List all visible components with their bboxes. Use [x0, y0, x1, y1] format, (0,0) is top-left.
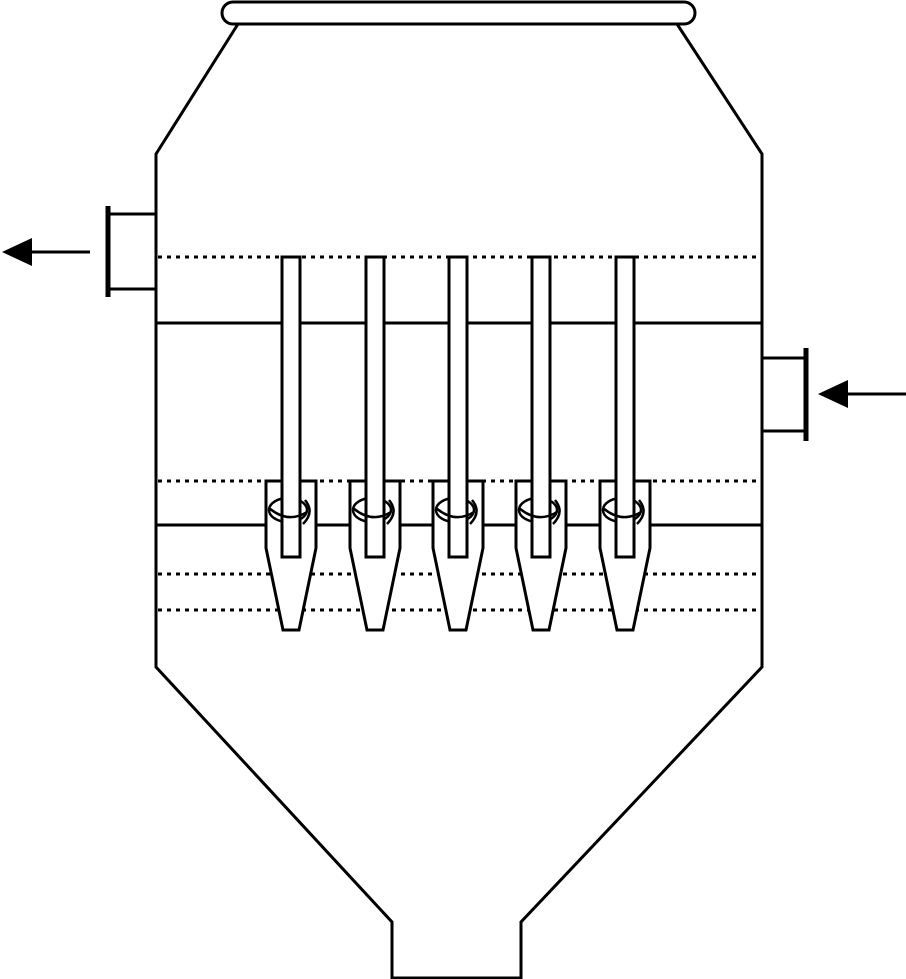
- cyclone-swirl-tail: [552, 499, 561, 525]
- cyclone-swirl-front: [268, 507, 308, 519]
- cyclone-swirl-front: [352, 507, 392, 519]
- cyclone-row: [264, 255, 652, 632]
- vortex-finder-tube: [447, 255, 469, 559]
- cyclone-swirl-front: [518, 507, 558, 519]
- cyclone-swirl-tail: [636, 499, 645, 525]
- cyclone-swirl-tail: [386, 499, 395, 525]
- cyclone: [514, 255, 568, 632]
- cyclone-swirl-front: [435, 507, 475, 519]
- cyclone: [431, 255, 485, 632]
- vortex-finder-tube: [614, 255, 636, 559]
- outlet-arrow: [2, 238, 90, 266]
- vessel-outline: [154, 23, 764, 979]
- cyclone-swirl-front: [602, 507, 642, 519]
- vortex-finder-tube: [280, 255, 302, 559]
- vortex-finder-tube: [364, 255, 386, 559]
- outlet-nozzle: [105, 206, 156, 297]
- cyclone: [598, 255, 652, 632]
- inlet-nozzle: [762, 348, 809, 441]
- inlet-arrow: [818, 380, 906, 408]
- vortex-finder-tube: [530, 255, 552, 559]
- top-cap: [220, 0, 697, 26]
- cyclone: [264, 255, 318, 632]
- cyclone: [348, 255, 402, 632]
- cyclone-swirl-tail: [302, 499, 311, 525]
- cyclone-swirl-tail: [469, 499, 478, 525]
